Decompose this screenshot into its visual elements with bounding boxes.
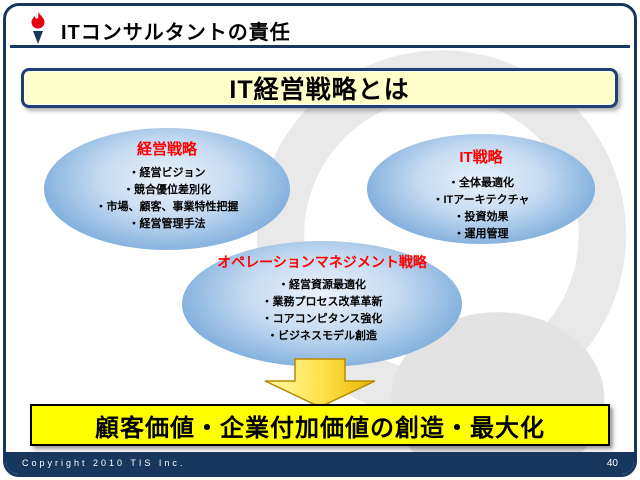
section-title-box: IT経営戦略とは — [21, 68, 618, 108]
section-title: IT経営戦略とは — [229, 76, 410, 104]
slide: ITコンサルタントの責任 IT経営戦略とは 経営戦略 ・経営ビジョン ・競合優位… — [3, 3, 637, 477]
ellipse-it-strategy: IT戦略 ・全体最適化 ・ITアーキテクチャ ・投資効果 ・運用管理 — [367, 134, 595, 244]
ellipse-items: ・全体最適化 ・ITアーキテクチャ ・投資効果 ・運用管理 — [432, 175, 529, 243]
footer: Copyright 2010 TIS Inc. 40 — [6, 452, 634, 474]
slide-title: ITコンサルタントの責任 — [61, 22, 291, 44]
ellipse-title: オペレーションマネジメント戦略 — [217, 254, 427, 270]
list-item: ・経営管理手法 — [128, 218, 206, 231]
list-item: ・ITアーキテクチャ — [432, 194, 530, 207]
list-item: ・投資効果 — [453, 211, 509, 224]
copyright-text: Copyright 2010 TIS Inc. — [22, 458, 186, 468]
ellipse-title: 経営戦略 — [136, 141, 197, 158]
ellipse-items: ・経営ビジョン ・競合優位差別化 ・市場、顧客、事業特性把握 ・経営管理手法 — [96, 165, 239, 233]
tis-flame-logo-icon — [26, 11, 50, 50]
down-arrow-icon — [264, 358, 376, 408]
list-item: ・経営ビジョン — [128, 167, 206, 179]
list-item: ・運用管理 — [453, 228, 509, 241]
ellipse-items: ・経営資源最適化 ・業務プロセス改革革新 ・コアコンピタンス強化 ・ビジネスモデ… — [262, 277, 383, 345]
list-item: ・経営資源最適化 — [278, 278, 366, 291]
list-item: ・市場、顧客、事業特性把握 — [95, 201, 239, 214]
conclusion-text: 顧客価値・企業付加価値の創造・最大化 — [95, 414, 545, 442]
page-number: 40 — [606, 457, 618, 469]
list-item: ・業務プロセス改革革新 — [261, 295, 383, 308]
ellipse-management-strategy: 経営戦略 ・経営ビジョン ・競合優位差別化 ・市場、顧客、事業特性把握 ・経営管… — [44, 128, 290, 250]
list-item: ・競合優位差別化 — [123, 184, 211, 197]
header-divider — [10, 45, 630, 48]
conclusion-box: 顧客価値・企業付加価値の創造・最大化 — [30, 404, 610, 446]
list-item: ・ビジネスモデル創造 — [267, 329, 377, 342]
ellipse-title: IT戦略 — [459, 149, 503, 166]
list-item: ・コアコンピタンス強化 — [261, 312, 383, 325]
ellipse-operation-management-strategy: オペレーションマネジメント戦略 ・経営資源最適化 ・業務プロセス改革革新 ・コア… — [182, 241, 462, 367]
header: ITコンサルタントの責任 — [26, 11, 291, 50]
list-item: ・全体最適化 — [447, 177, 514, 189]
